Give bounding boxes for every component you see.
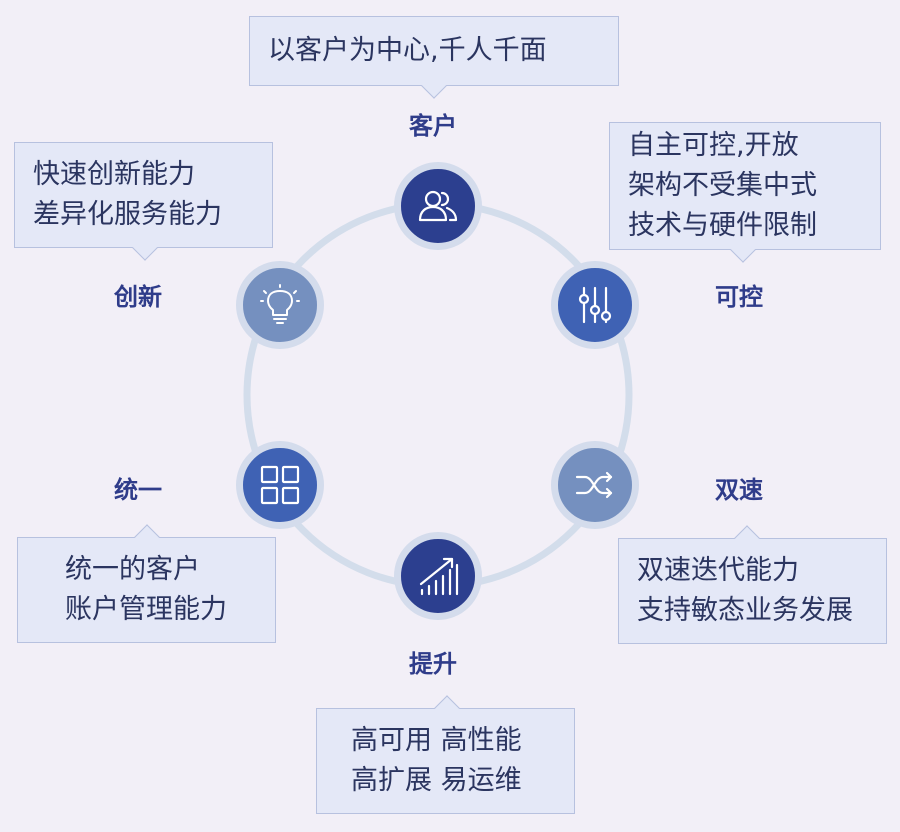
callout-speed-line-1: 双速迭代能力 (637, 555, 799, 586)
callout-control-line-2: 架构不受集中式 (628, 170, 817, 201)
callout-upgrade-line-1: 高可用 高性能 (351, 725, 522, 756)
users-icon (418, 190, 458, 222)
node-customer (394, 162, 482, 250)
node-control (551, 261, 639, 349)
node-speed (551, 441, 639, 529)
callout-innovate: 快速创新能力 差异化服务能力 (14, 142, 273, 261)
node-upgrade (394, 532, 482, 620)
callout-control: 自主可控,开放 架构不受集中式 技术与硬件限制 (609, 122, 881, 263)
label-innovate: 创新 (114, 283, 162, 311)
grid-icon (260, 465, 300, 505)
callout-unify-line-1: 统一的客户 (65, 554, 200, 585)
callout-innovate-line-2: 差异化服务能力 (33, 199, 222, 230)
callout-unify: 统一的客户 账户管理能力 (17, 524, 276, 643)
callout-upgrade: 高可用 高性能 高扩展 易运维 (316, 695, 575, 814)
callout-speed: 双速迭代能力 支持敏态业务发展 (618, 525, 887, 644)
callout-innovate-line-1: 快速创新能力 (33, 159, 195, 190)
label-upgrade: 提升 (409, 650, 457, 678)
callout-unify-line-2: 账户管理能力 (65, 594, 227, 625)
node-innovate (236, 261, 324, 349)
callout-upgrade-line-2: 高扩展 易运维 (351, 765, 522, 796)
callout-control-line-3: 技术与硬件限制 (628, 210, 817, 241)
label-unify: 统一 (114, 476, 162, 504)
callout-customer: 以客户为中心,千人千面 (249, 16, 619, 99)
node-unify (236, 441, 324, 529)
label-control: 可控 (715, 283, 763, 311)
label-speed: 双速 (715, 476, 763, 504)
shuffle-icon (575, 471, 613, 499)
callout-customer-line-1: 以客户为中心,千人千面 (268, 35, 547, 66)
growth-chart-icon (419, 557, 459, 596)
callout-speed-line-2: 支持敏态业务发展 (637, 595, 853, 626)
lightbulb-icon (260, 284, 300, 324)
callout-control-line-1: 自主可控,开放 (628, 130, 799, 161)
sliders-icon (578, 286, 612, 324)
label-customer: 客户 (409, 112, 457, 140)
